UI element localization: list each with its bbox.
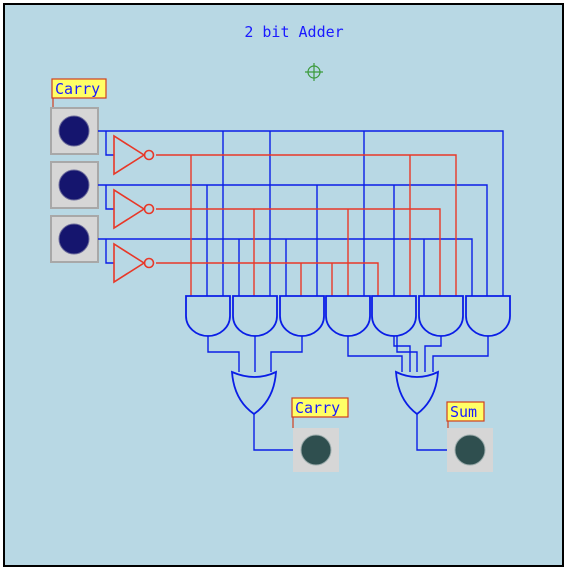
and-gate-1[interactable]: [185, 295, 231, 337]
not-gate-2[interactable]: [113, 188, 155, 230]
input-label-carry: Carry: [51, 78, 107, 130]
svg-text:Sum: Sum: [450, 403, 477, 421]
output-label-carry: Carry: [291, 397, 349, 428]
and-gate-6[interactable]: [418, 295, 464, 337]
and-gate-4[interactable]: [325, 295, 371, 337]
or-gate-carry[interactable]: [230, 370, 278, 416]
and-gate-7[interactable]: [465, 295, 511, 337]
wires-inverted: [156, 154, 457, 296]
output-led-carry[interactable]: [293, 428, 339, 472]
output-label-sum: Sum: [446, 401, 485, 428]
not-gate-1[interactable]: [113, 134, 155, 176]
input-switch-3[interactable]: [50, 215, 99, 263]
not-gate-3[interactable]: [113, 242, 155, 284]
input-switch-1[interactable]: [50, 107, 99, 155]
wires-and-to-or: [207, 336, 489, 372]
and-gate-5[interactable]: [371, 295, 417, 337]
wires-input-true: [98, 130, 504, 296]
crosshair-icon[interactable]: [305, 63, 323, 81]
input-switch-2[interactable]: [50, 161, 99, 209]
and-gate-3[interactable]: [279, 295, 325, 337]
circuit-title: 2 bit Adder: [244, 23, 343, 41]
wires-output: [253, 414, 448, 451]
output-led-sum[interactable]: [447, 428, 493, 472]
svg-text:Carry: Carry: [55, 80, 100, 98]
and-gate-2[interactable]: [232, 295, 278, 337]
svg-text:Carry: Carry: [295, 399, 340, 417]
or-gate-sum[interactable]: [394, 370, 440, 416]
